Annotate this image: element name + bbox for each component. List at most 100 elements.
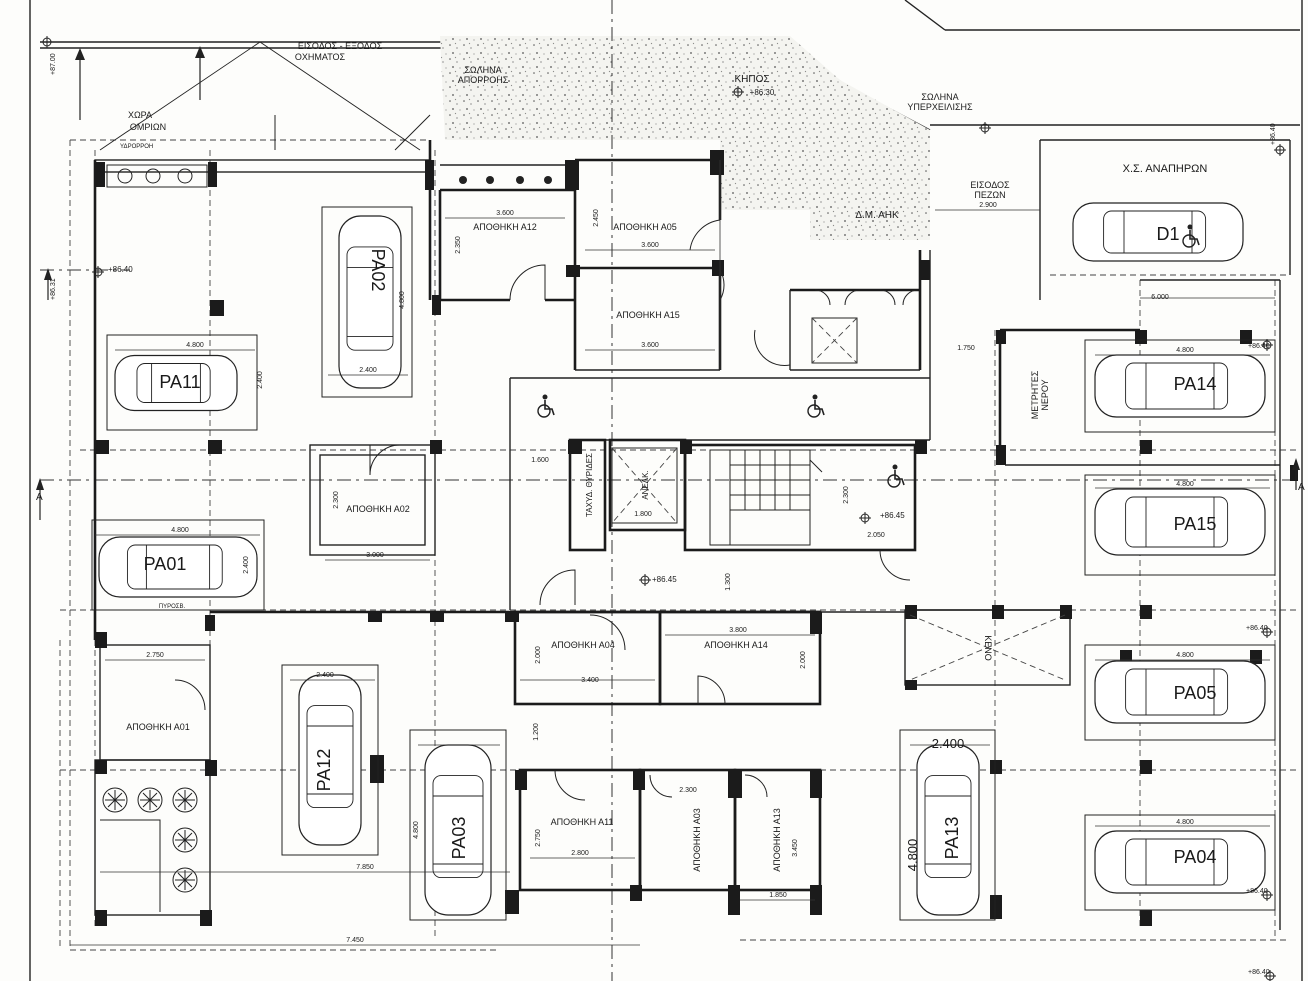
car-D1 [1072,202,1244,262]
svg-text:2.000: 2.000 [535,646,542,664]
svg-text:4.800: 4.800 [186,342,204,349]
storage-A11: ΑΠΟΘΗΚΗ Α11 [551,817,614,827]
svg-text:2.300: 2.300 [843,486,850,504]
annotations: ΕΙΣΟΔΟΣ - ΕΞΟΔΟΣ ΟΧΗΜΑΤΟΣ ΣΩΛΗΝΑ ΑΠΟΡΡΟΗ… [36,41,1305,976]
svg-text:4.800: 4.800 [1176,819,1194,826]
storage-A14: ΑΠΟΘΗΚΗ Α14 [704,640,768,650]
drain-pipe-label-2: ΑΠΟΡΡΟΗΣ [458,75,509,85]
svg-text:1.750: 1.750 [957,345,975,352]
overflow-pipe-label-2: ΥΠΕΡΧΕΙΛΙΣΗΣ [907,102,973,112]
staircase [709,449,823,546]
dimension-texts: 3.600 3.600 3.600 2.450 2.350 4.800 2.40… [146,202,1194,944]
svg-text:1.850: 1.850 [769,892,787,899]
svg-text:2.350: 2.350 [455,236,462,254]
storage-A03: ΑΠΟΘΗΚΗ Α03 [692,808,702,872]
car-body [338,215,402,389]
void-label: ΚΕΝΟ [983,635,993,661]
doors [174,219,919,801]
elevator-label: ΑΝΕΛΚ. [641,470,650,499]
svg-text:7.450: 7.450 [346,937,364,944]
svg-text:3.000: 3.000 [366,552,384,559]
car-PA11 [114,354,238,412]
svg-text:4.800: 4.800 [1176,652,1194,659]
planter-flowers [100,787,198,912]
svg-text:1.800: 1.800 [634,511,652,518]
pedestrian-entry-label-2: ΠΕΖΩΝ [974,190,1005,200]
svg-text:1.300: 1.300 [725,573,732,591]
car-cabin [346,246,394,351]
svg-text:1.200: 1.200 [533,723,540,741]
car-body [114,354,238,412]
car-cabin [1103,210,1207,254]
svg-text:2.800: 2.800 [571,850,589,857]
svg-text:2.400: 2.400 [243,556,250,574]
svg-text:2.300: 2.300 [679,787,697,794]
dimension-lines [70,160,1275,946]
parking-label-PA05: PA05 [1174,683,1217,703]
wheelchair-icon [537,394,555,418]
svg-text:4.800: 4.800 [905,839,920,872]
car-cabin [1125,838,1229,886]
level-8: +86.40 [1248,969,1270,976]
svg-text:3.600: 3.600 [496,210,514,217]
parking-bays [91,206,1276,921]
cars-layer [98,202,1266,916]
parking-label-PA04: PA04 [1174,847,1217,867]
car-body [1094,830,1266,894]
svg-text:3.450: 3.450 [792,839,799,857]
section-marker-left [36,268,52,520]
storage-labels: ΑΠΟΘΗΚΗ Α12 ΑΠΟΘΗΚΗ Α05 ΑΠΟΘΗΚΗ Α15 ΑΠΟΘ… [126,222,782,872]
water-meters-label-2: ΝΕΡΟΥ [1040,379,1050,410]
vehicle-entry-label: ΕΙΣΟΔΟΣ - ΕΞΟΔΟΣ [298,41,383,51]
parking-label-PA15: PA15 [1174,514,1217,534]
car-cabin [1125,668,1229,716]
parking-label-PA03: PA03 [449,817,469,860]
car-PA12 [298,674,362,846]
garden-area [440,36,930,240]
columns [95,150,1298,926]
svg-text:4.800: 4.800 [171,527,189,534]
car-PA15 [1094,488,1266,556]
svg-text:4.800: 4.800 [1176,347,1194,354]
section-mark-right: A [1298,482,1305,493]
svg-text:3.600: 3.600 [641,342,659,349]
car-body [1094,660,1266,724]
utility-label: Δ.Μ. ΑΗΚ [855,210,899,221]
svg-text:2.900: 2.900 [979,202,997,209]
svg-text:4.800: 4.800 [399,291,406,309]
section-mark-left: A [36,492,43,503]
water-meters-label: ΜΕΤΡΗΤΕΣ [1030,370,1040,419]
svg-text:3.800: 3.800 [729,627,747,634]
svg-text:4.800: 4.800 [1176,481,1194,488]
car-PA05 [1094,660,1266,724]
svg-text:2.750: 2.750 [535,829,542,847]
level-6: +86.40 [1246,888,1268,895]
bins-area-label: ΧΩΡΑ [128,110,152,120]
storage-A04: ΑΠΟΘΗΚΗ Α04 [551,640,615,650]
overflow-pipe-label: ΣΩΛΗΝΑ [921,92,958,102]
svg-text:2.400: 2.400 [316,672,334,679]
svg-text:2.750: 2.750 [146,652,164,659]
svg-text:4.800: 4.800 [413,821,420,839]
bins [106,164,552,188]
parking-label-PA01: PA01 [144,554,187,574]
car-PA02 [338,215,402,389]
car-cabin [136,363,211,403]
level-7: +86.40 [1270,123,1277,145]
storage-A12: ΑΠΟΘΗΚΗ Α12 [473,222,537,232]
car-cabin [306,705,354,809]
storage-A15: ΑΠΟΘΗΚΗ Α15 [616,310,680,320]
storage-A02: ΑΠΟΘΗΚΗ Α02 [346,504,410,514]
svg-text:2.450: 2.450 [593,209,600,227]
svg-text:3.400: 3.400 [581,677,599,684]
parking-label-PA13: PA13 [942,817,962,860]
svg-text:2.000: 2.000 [800,651,807,669]
car-body [1072,202,1244,262]
storage-A05: ΑΠΟΘΗΚΗ Α05 [613,222,677,232]
level-2: +86.45 [652,575,677,584]
car-body [1094,488,1266,556]
level-top: +87.00 [50,53,57,75]
svg-text:2.050: 2.050 [867,532,885,539]
drain-label: ΥΔΡΟΡΡΟΗ [120,144,153,150]
